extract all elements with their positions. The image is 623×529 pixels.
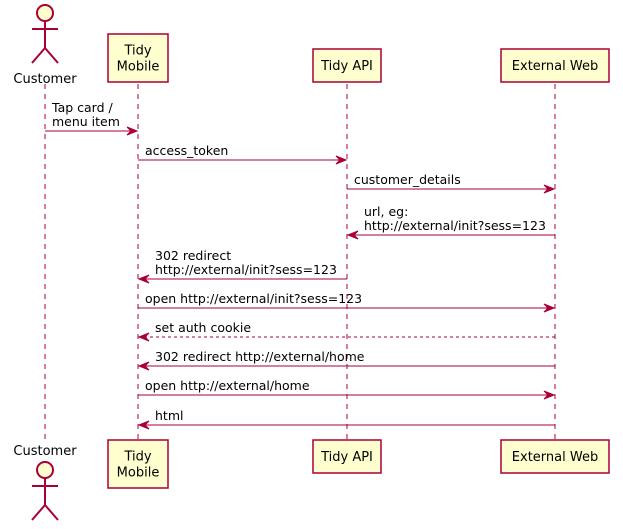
arrowhead bbox=[126, 126, 139, 136]
arrowhead bbox=[137, 420, 150, 430]
message-label: 302 redirect http://external/home bbox=[155, 349, 365, 364]
external-web-bottom: External Web bbox=[500, 439, 610, 474]
participant-label: Mobile bbox=[117, 466, 160, 481]
participant-box bbox=[107, 439, 169, 489]
participant-label: Tidy bbox=[123, 450, 151, 465]
participant-box bbox=[500, 439, 610, 474]
actor-head bbox=[36, 461, 54, 479]
arrowhead bbox=[335, 155, 348, 165]
actor-left-leg bbox=[31, 47, 46, 64]
actor-head bbox=[36, 4, 54, 22]
participant-label: Customer bbox=[13, 72, 77, 87]
customer-bottom: Customer bbox=[13, 444, 77, 521]
arrowhead bbox=[137, 332, 150, 342]
message-label: open http://external/home bbox=[145, 378, 310, 393]
message-label: set auth cookie bbox=[155, 320, 251, 335]
external-web-top: External Web bbox=[500, 48, 610, 83]
participant-label: Tidy API bbox=[320, 450, 373, 465]
arrowhead bbox=[543, 390, 556, 400]
participant-label: Mobile bbox=[117, 60, 160, 75]
message-label: url, eg: bbox=[364, 204, 408, 219]
message-8: 302 redirect http://external/home bbox=[137, 349, 555, 371]
message-label: http://external/init?sess=123 bbox=[364, 218, 546, 233]
participant-label: Tidy API bbox=[320, 59, 373, 74]
message-label: http://external/init?sess=123 bbox=[155, 262, 337, 277]
message-5: 302 redirecthttp://external/init?sess=12… bbox=[137, 248, 347, 284]
message-label: open http://external/init?sess=123 bbox=[145, 291, 362, 306]
arrowhead bbox=[346, 230, 359, 240]
message-1: Tap card /menu item bbox=[45, 100, 139, 136]
message-label: Tap card / bbox=[51, 100, 113, 115]
message-9: open http://external/home bbox=[138, 378, 556, 400]
message-label: 302 redirect bbox=[155, 248, 231, 263]
participant-label: Tidy bbox=[123, 44, 151, 59]
arrowhead bbox=[543, 184, 556, 194]
arrowhead bbox=[137, 274, 150, 284]
participant-box bbox=[500, 48, 610, 83]
participant-box bbox=[312, 439, 382, 474]
actor-right-leg bbox=[44, 504, 59, 521]
message-label: menu item bbox=[52, 114, 120, 129]
actor-left-leg bbox=[31, 504, 46, 521]
tidy-api-bottom: Tidy API bbox=[312, 439, 382, 474]
participant-box bbox=[312, 48, 382, 83]
customer-top: Customer bbox=[13, 4, 77, 87]
message-label: html bbox=[155, 408, 183, 423]
message-10: html bbox=[137, 408, 555, 430]
participant-label: Customer bbox=[13, 444, 77, 459]
participant-box bbox=[107, 33, 169, 83]
message-label: access_token bbox=[145, 143, 228, 158]
message-7: set auth cookie bbox=[137, 320, 555, 342]
tidy-api-top: Tidy API bbox=[312, 48, 382, 83]
participant-label: External Web bbox=[512, 59, 598, 74]
message-4: url, eg:http://external/init?sess=123 bbox=[346, 204, 555, 240]
actor-right-leg bbox=[44, 47, 59, 64]
participant-label: External Web bbox=[512, 450, 598, 465]
message-3: customer_details bbox=[347, 172, 556, 194]
arrowhead bbox=[543, 303, 556, 313]
message-6: open http://external/init?sess=123 bbox=[138, 291, 556, 313]
message-label: customer_details bbox=[354, 172, 461, 187]
arrowhead bbox=[137, 361, 150, 371]
message-2: access_token bbox=[138, 143, 348, 165]
